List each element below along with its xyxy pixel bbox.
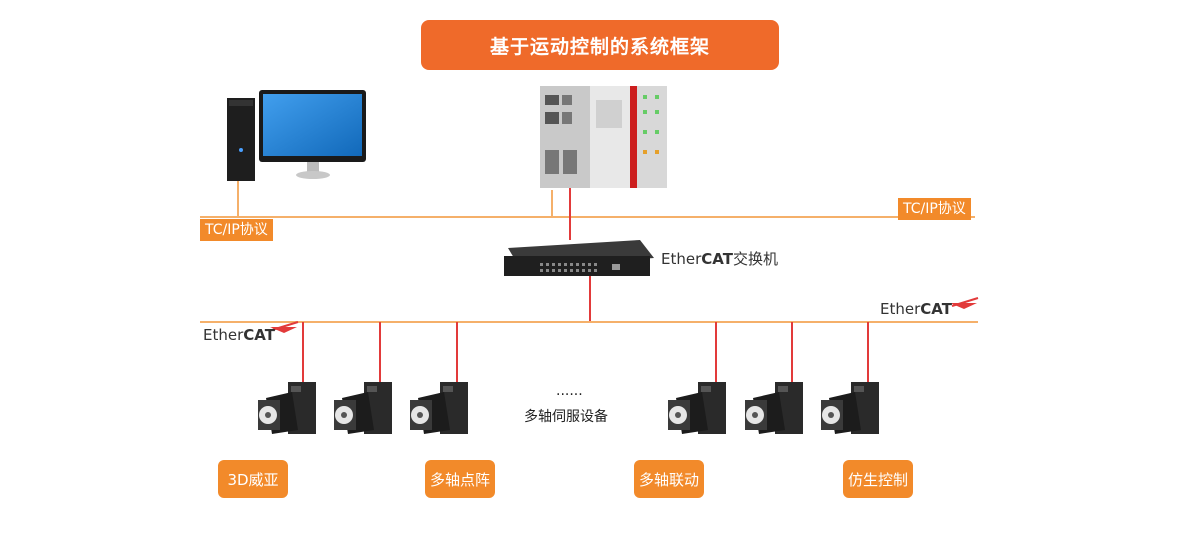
- servo-caption: 多轴伺服设备: [524, 409, 608, 425]
- diagram-title: 基于运动控制的系统框架: [421, 20, 779, 70]
- switch-label: EtherCAT交换机: [661, 250, 778, 268]
- ethercat-logo-right: EtherCAT: [880, 300, 952, 318]
- application-3d-wire: 3D威亚: [218, 460, 288, 498]
- ellipsis-text: ......: [556, 383, 583, 399]
- application-multi-axis-matrix: 多轴点阵: [425, 460, 495, 498]
- servo-motor-icon: [668, 382, 726, 434]
- ethercat-switch-icon: [504, 240, 654, 276]
- pc-tower-icon: [227, 98, 255, 181]
- servo-motor-icon: [258, 382, 316, 434]
- motion-controller-icon: [540, 86, 667, 188]
- servo-motor-icon: [334, 382, 392, 434]
- application-multi-axis-linkage: 多轴联动: [634, 460, 704, 498]
- ethercat-logo-arrow-icon: [270, 321, 299, 333]
- tcp-ip-label-left: TC/IP协议: [200, 219, 273, 241]
- application-bionic-control: 仿生控制: [843, 460, 913, 498]
- monitor-icon: [259, 90, 366, 179]
- ethercat-logo-left: EtherCAT: [203, 326, 275, 344]
- ethercat-logo-arrow-icon: [950, 297, 979, 309]
- servo-motor-icon: [410, 382, 468, 434]
- servo-motor-icon: [745, 382, 803, 434]
- servo-motor-icon: [821, 382, 879, 434]
- tcp-ip-label-right: TC/IP协议: [898, 198, 971, 220]
